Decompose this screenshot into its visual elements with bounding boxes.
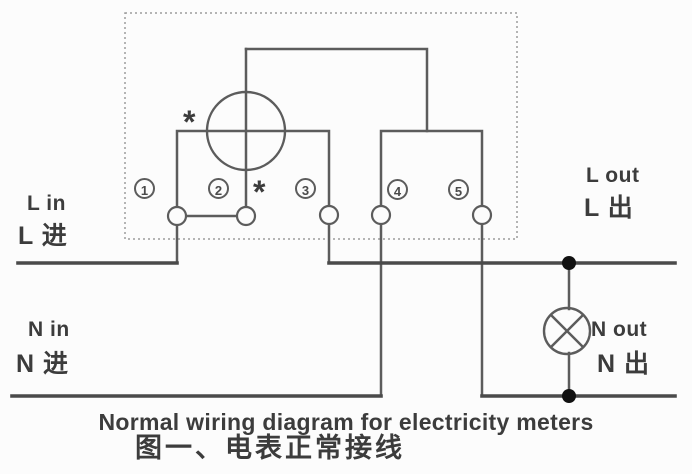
lamp-circle (542, 306, 592, 356)
l-out-label-zh: L 出 (584, 194, 634, 222)
l-in-label-en: L in (27, 192, 66, 215)
n-out-label-en: N out (591, 318, 648, 341)
terminal3-contact (318, 204, 340, 226)
terminal-label-4: 4 (387, 179, 408, 200)
terminal-label-5: 5 (448, 179, 469, 200)
meter-enclosure-box (124, 12, 518, 240)
terminal1-contact (166, 205, 188, 227)
lamp-cross-line-2 (549, 313, 585, 349)
terminal5-contact (471, 204, 493, 226)
l-in-label-zh: L 进 (18, 222, 68, 250)
n-in-label-zh: N 进 (16, 350, 70, 378)
voltage-tap-wire (244, 47, 429, 133)
n-in-label-en: N in (28, 318, 70, 341)
terminal4-contact (370, 204, 392, 226)
l-out-label-en: L out (586, 164, 640, 187)
n-out-junction-dot (562, 389, 576, 403)
terminal-label-2: 2 (208, 178, 229, 199)
current-coil-circle (205, 90, 287, 172)
terminal2-contact (235, 205, 257, 227)
n-out-label-zh: N 出 (597, 350, 651, 378)
caption-chinese: 图一、电表正常接线 (135, 433, 405, 463)
coil-polarity-asterisk-1: * (183, 104, 196, 140)
coil-polarity-asterisk-2: * (253, 174, 266, 210)
terminal4-5-link-wire (379, 129, 484, 210)
l-out-junction-dot (562, 256, 576, 270)
terminal-label-1: 1 (134, 178, 155, 199)
terminal-label-3: 3 (295, 178, 316, 199)
caption-english: Normal wiring diagram for electricity me… (98, 409, 594, 435)
current-coil-wire (175, 129, 331, 211)
